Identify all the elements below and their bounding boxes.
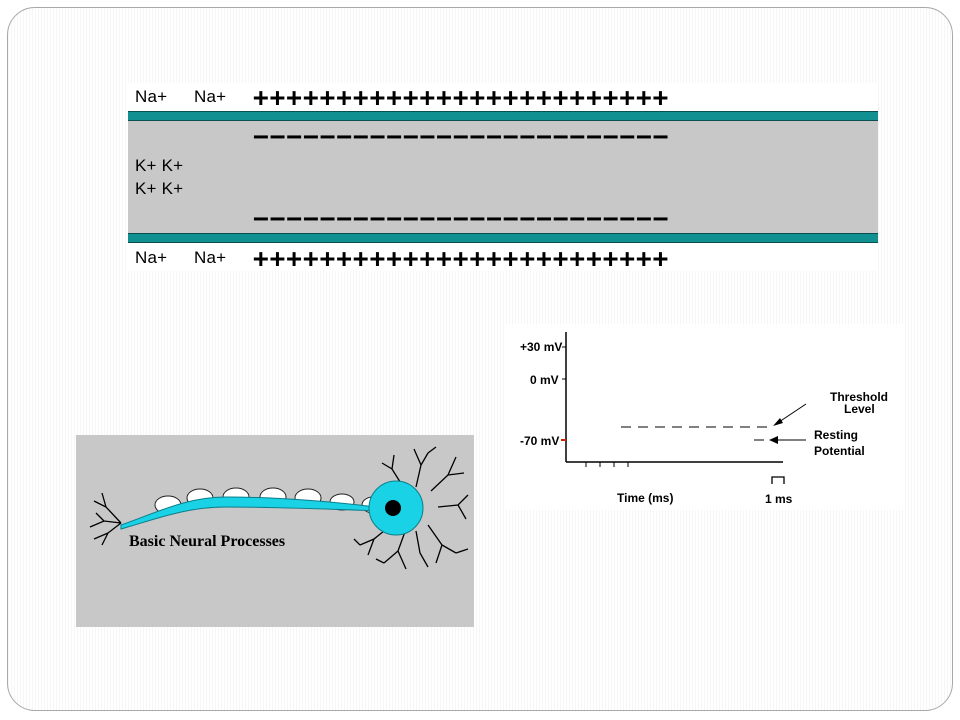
slide: Na+ Na+ +++++++++++++++++++++++++ −−−−−−…	[7, 7, 953, 711]
axon-terminal-branches	[89, 492, 122, 546]
neuron-drawing	[89, 446, 469, 570]
ion-label-k-line2: K+ K+	[135, 179, 184, 198]
x-axis-label: Time (ms)	[617, 491, 674, 505]
nucleus	[385, 500, 401, 516]
time-scale-label: 1 ms	[765, 492, 793, 506]
time-scale-bracket	[771, 476, 785, 484]
threshold-label-line1: Threshold	[830, 390, 889, 404]
neuron-caption: Basic Neural Processes	[129, 533, 286, 550]
y-label-zero: 0 mV	[530, 373, 559, 387]
plus-charges-top: +++++++++++++++++++++++++	[253, 85, 670, 111]
resting-label-line1: Resting	[814, 428, 859, 442]
plus-charges-bottom: +++++++++++++++++++++++++	[253, 246, 670, 272]
ion-label-na-bottom-right: Na+	[194, 248, 227, 267]
y-label-low: -70 mV	[520, 434, 560, 448]
membrane-potential-graph: +30 mV 0 mV -70 mV Threshold Level Resti…	[506, 324, 904, 510]
axon-membrane-diagram: Na+ Na+ +++++++++++++++++++++++++ −−−−−−…	[128, 83, 878, 272]
minus-charges-lower: −−−−−−−−−−−−−−−−−−−−−−−−−	[253, 209, 670, 229]
ion-label-na-bottom-left: Na+	[135, 248, 168, 267]
threshold-label-line2: Level	[844, 402, 875, 416]
neuron-illustration: Basic Neural Processes	[76, 435, 474, 627]
threshold-arrowhead	[773, 418, 783, 426]
resting-label-line2: Potential	[814, 444, 865, 458]
y-label-high: +30 mV	[520, 340, 563, 354]
membrane-top	[128, 111, 878, 121]
ion-label-na-top-left: Na+	[135, 87, 168, 106]
membrane-bottom	[128, 233, 878, 243]
ion-label-k-line1: K+ K+	[135, 156, 184, 175]
axon-interior	[128, 113, 878, 243]
ion-label-na-top-right: Na+	[194, 87, 227, 106]
minus-charges-upper: −−−−−−−−−−−−−−−−−−−−−−−−−	[253, 127, 670, 147]
graph-axes	[561, 332, 807, 484]
resting-arrowhead	[769, 436, 778, 444]
